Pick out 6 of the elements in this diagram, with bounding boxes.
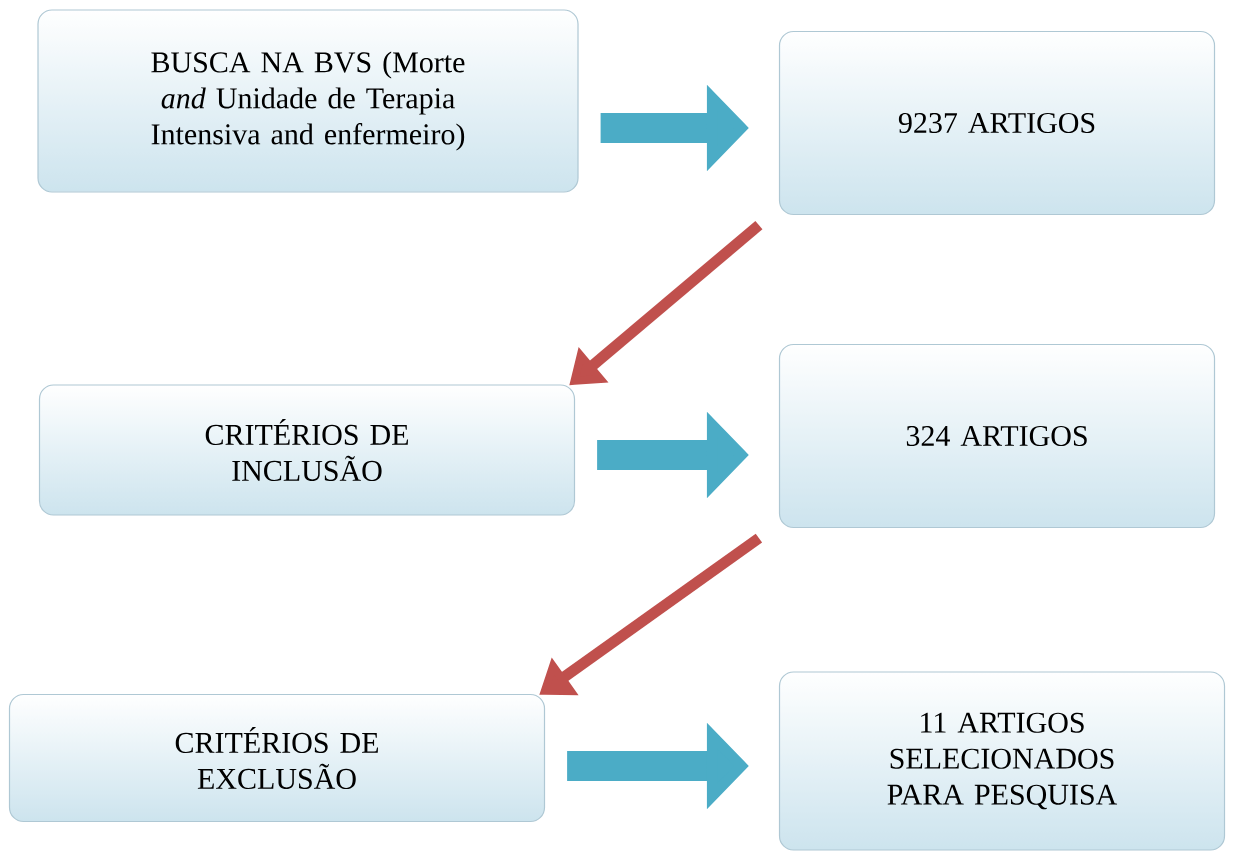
process-box: 11 ARTIGOS SELECIONADOS PARA PESQUISA xyxy=(778,671,1226,851)
process-box: 324 ARTIGOS xyxy=(778,343,1216,529)
process-box: 9237 ARTIGOS xyxy=(778,30,1216,216)
process-box: CRITÉRIOS DE INCLUSÃO xyxy=(38,384,576,516)
process-box: BUSCA NA BVS (Morte and Unidade de Terapia Intensiva and enfermeiro) xyxy=(37,9,579,193)
process-box: CRITÉRIOS DE EXCLUSÃO xyxy=(8,693,546,823)
